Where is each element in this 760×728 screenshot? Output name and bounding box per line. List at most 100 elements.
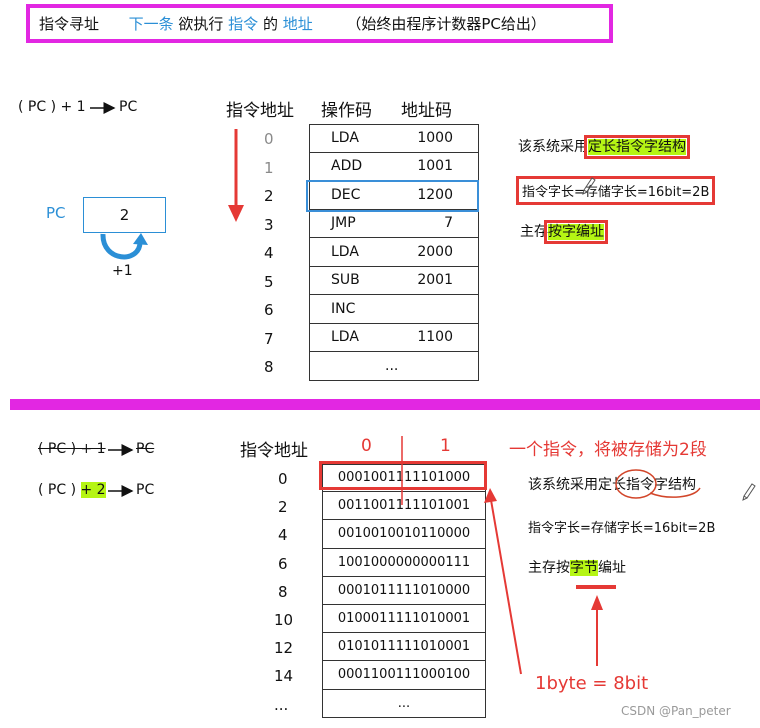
top-row-addrcode: 2001	[417, 272, 453, 289]
header-note: （始终由程序计数器PC给出）	[346, 15, 546, 33]
bottom-row-bits: 0001100111000100	[337, 667, 471, 683]
bottom-row-bits: ...	[397, 696, 411, 712]
new-pc-rule-increment: + 2	[80, 482, 106, 498]
pc-rule-target: PC	[119, 99, 138, 115]
top-row-opcode: LDA	[331, 329, 359, 346]
header-instruction: 指令	[228, 15, 259, 33]
execution-order-arrowhead	[228, 205, 244, 222]
header-to-execute: 欲执行	[178, 15, 224, 33]
bottom-table-row: 0011001111101001	[322, 492, 486, 521]
pc-increment-label: +1	[112, 263, 133, 279]
bottom-col-address: 指令地址	[240, 441, 308, 461]
top-row-address: 8	[264, 358, 274, 376]
top-note-structure: 该系统采用定长指令字结构	[518, 135, 690, 159]
pc-value: 2	[119, 206, 130, 224]
top-row-address: 0	[264, 130, 274, 148]
annotation-two-segments: 一个指令，将被存储为2段	[509, 440, 707, 460]
current-row-highlight	[306, 180, 479, 212]
bottom-row-address: 2	[278, 498, 288, 517]
top-row-opcode: JMP	[331, 215, 356, 232]
bottom-note-addressing: 主存按字节编址	[528, 557, 626, 577]
top-note-addressing: 主存按字编址	[520, 220, 608, 244]
first-instruction-highlight	[319, 461, 487, 490]
top-row-address: 1	[264, 158, 274, 177]
top-row-address: 4	[264, 244, 274, 262]
bottom-table-row: 0001001111101000	[322, 464, 486, 493]
top-row-address: 5	[264, 272, 274, 291]
bottom-row-bits: 0011001111101001	[337, 498, 471, 514]
top-row-address: 6	[264, 301, 274, 319]
top-table-row: INC	[309, 295, 479, 324]
bottom-table-row: 0001100111000100	[322, 661, 486, 690]
bottom-row-address: 8	[278, 582, 288, 601]
bottom-row-bits: 0001011111010000	[337, 582, 471, 598]
bottom-table-row: ...	[322, 690, 486, 718]
top-col-address: 指令地址	[226, 101, 294, 121]
header-box	[26, 4, 613, 43]
new-pc-rule: ( PC ) + 2	[38, 482, 106, 498]
top-note-addressing-highlight: 按字编址	[544, 220, 608, 244]
bottom-row-address: 10	[274, 611, 294, 629]
byte-up-arrowhead	[591, 595, 603, 610]
top-row-addrcode: 1001	[417, 158, 453, 175]
bottom-table-row: 0001011111010000	[322, 577, 486, 605]
top-row-address: 2	[264, 187, 274, 205]
pc-increment-loop-arrow	[100, 233, 143, 260]
bottom-note-wordlength: 指令字长=存储字长=16bit=2B	[528, 521, 716, 536]
bottom-row-address: 6	[278, 554, 288, 573]
header-next: 下一条	[128, 15, 174, 33]
bottom-table-row: 0010010010110000	[322, 520, 486, 549]
top-row-opcode: INC	[331, 300, 356, 317]
top-row-addrcode: 1100	[417, 329, 453, 346]
top-row-opcode: ADD	[331, 158, 363, 175]
top-table-row: LDA 1000	[309, 124, 479, 153]
bottom-row-address: 4	[278, 526, 288, 545]
top-table-row: ADD 1001	[309, 153, 479, 181]
top-row-opcode: ...	[385, 358, 399, 375]
top-note-structure-highlight: 定长指令字结构	[584, 135, 690, 159]
bottom-note-addressing-highlight: 字节	[570, 560, 598, 576]
pencil-icon	[742, 483, 756, 501]
top-note-addressing-pre: 主存	[520, 224, 548, 240]
byte-index-0: 0	[361, 436, 372, 456]
watermark: CSDN @Pan_peter	[621, 704, 731, 718]
bottom-note-addressing-post: 编址	[598, 560, 626, 576]
top-row-addrcode: 2000	[417, 243, 453, 260]
old-pc-rule: ( PC ) + 1	[38, 441, 106, 457]
bottom-row-bits: 0010010010110000	[337, 526, 471, 542]
header-of: 的	[262, 15, 278, 33]
pc-rule: ( PC ) + 1	[18, 99, 86, 115]
new-pc-rule-target: PC	[136, 482, 155, 498]
byte-equation: 1byte = 8bit	[535, 673, 649, 694]
header-address: 地址	[282, 15, 313, 33]
top-row-address: 7	[264, 329, 274, 348]
top-row-opcode: LDA	[331, 129, 359, 146]
top-row-address: 3	[264, 215, 274, 234]
bottom-note-addressing-pre: 主存按	[528, 560, 570, 576]
old-pc-rule-target: PC	[136, 441, 155, 457]
top-col-addrcode: 地址码	[401, 101, 452, 121]
top-row-opcode: DEC	[331, 186, 361, 203]
bottom-row-address: 12	[274, 639, 294, 658]
top-table-row: LDA 1100	[309, 324, 479, 352]
bottom-note-structure: 该系统采用定长指令字结构	[528, 474, 696, 494]
top-table-row: ...	[309, 352, 479, 381]
bottom-note-structure-pre: 该系统采用	[528, 477, 598, 493]
bottom-row-address: 14	[274, 667, 294, 686]
pc-register: 2	[83, 197, 166, 233]
top-col-opcode: 操作码	[321, 101, 372, 121]
bottom-note-structure-rest: 定长指令字结构	[598, 477, 696, 493]
bottom-table-row: 0100011111010001	[322, 605, 486, 634]
pc-label: PC	[46, 204, 66, 222]
bottom-row-bits: 1001000000000111	[337, 554, 471, 570]
top-row-addrcode: 1000	[417, 129, 453, 146]
bottom-table-row: 0101011111010001	[322, 633, 486, 662]
top-note-wordlength: 指令字长=存储字长=16bit=2B	[516, 176, 716, 205]
section-divider	[10, 399, 760, 410]
new-pc-rule-pre: ( PC )	[38, 482, 77, 498]
top-row-opcode: LDA	[331, 243, 359, 260]
bottom-row-bits: 0001001111101000	[337, 470, 471, 486]
